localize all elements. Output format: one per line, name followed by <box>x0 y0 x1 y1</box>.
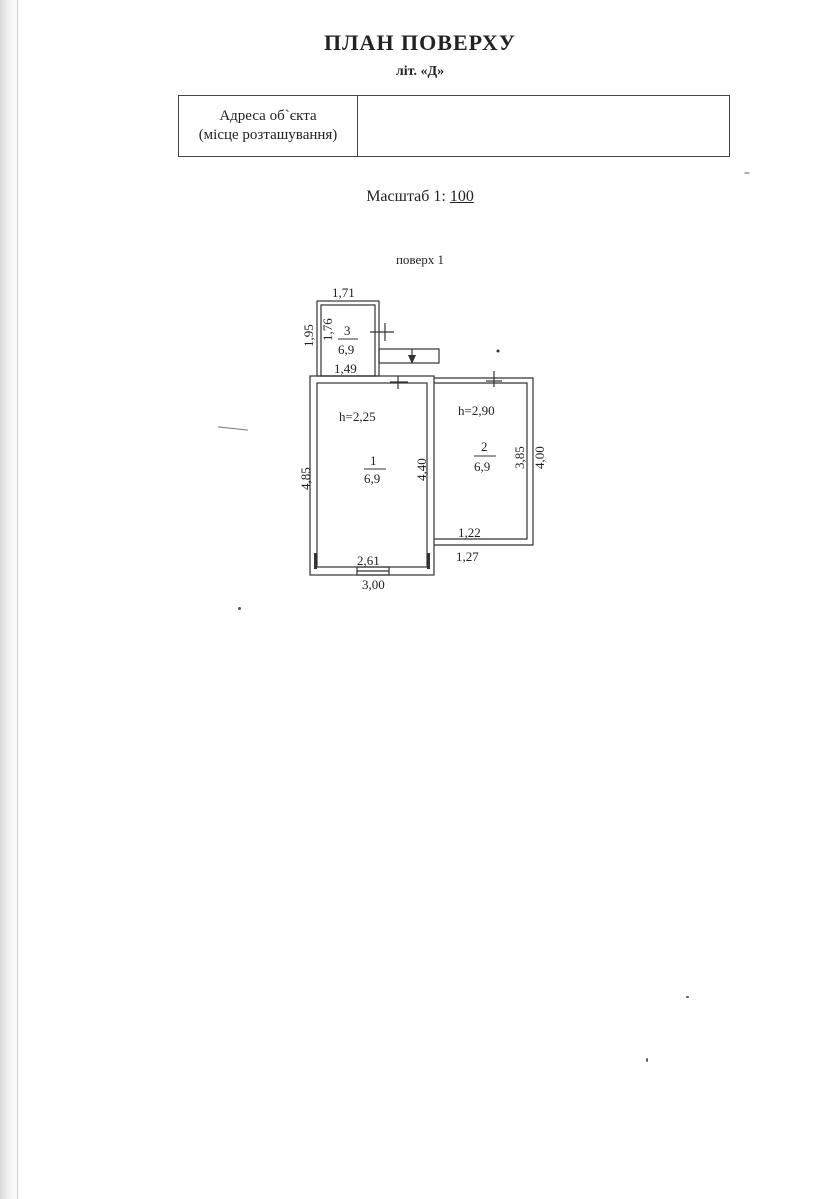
scale-line: Масштаб 1: 100 <box>0 188 840 206</box>
vestibule-outline <box>378 348 440 364</box>
address-label-cell: Адреса об`єкта (місце розташування) <box>178 95 358 157</box>
room-3-number: 3 <box>344 323 351 338</box>
dim-room3-outer-left: 1,95 <box>301 324 316 347</box>
address-table: Адреса об`єкта (місце розташування) <box>178 95 730 157</box>
dim-room1-right: 4,40 <box>414 458 429 481</box>
address-label-line1: Адреса об`єкта <box>219 108 317 124</box>
address-label-line2: (місце розташування) <box>198 127 338 143</box>
dim-room3-bottom: 1,49 <box>334 361 357 376</box>
room-3-area: 6,9 <box>338 342 354 357</box>
scan-left-edge <box>0 0 22 1199</box>
page-subtitle: літ. «Д» <box>395 64 445 79</box>
page-title: ПЛАН ПОВЕРХУ <box>324 30 516 55</box>
room-1-door-right <box>427 553 430 569</box>
dim-room2-outer-bottom: 1,27 <box>456 549 479 564</box>
entrance-arrow-icon <box>408 355 416 364</box>
dim-room3-inner-left: 1,76 <box>320 318 335 341</box>
scale-prefix: Масштаб 1: <box>366 188 446 205</box>
dim-room2-inner-right: 3,85 <box>512 446 527 469</box>
room-1-door-left <box>314 553 317 569</box>
room-1-area: 6,9 <box>364 471 380 486</box>
room-2-inner-outline <box>434 382 528 540</box>
dim-room2-inner-bottom: 1,22 <box>458 525 481 540</box>
room-1-number: 1 <box>370 453 377 468</box>
room-2-area: 6,9 <box>474 459 490 474</box>
address-value-cell <box>357 95 730 157</box>
scan-speck <box>686 996 689 998</box>
floor-label: поверх 1 <box>395 252 445 267</box>
room-2-number: 2 <box>481 439 488 454</box>
scan-speck <box>646 1058 648 1062</box>
address-row: Адреса об`єкта (місце розташування) <box>178 95 730 157</box>
room-2-outline <box>434 377 534 546</box>
room-1-height: h=2,25 <box>339 409 376 424</box>
dim-room3-top: 1,71 <box>332 285 355 300</box>
dim-room1-left: 4,85 <box>298 467 313 490</box>
floor-plan: 1,71 1,95 1,76 3 6,9 1,49 h=2,25 4,85 4,… <box>298 285 547 592</box>
scale-value: 100 <box>449 188 474 205</box>
scan-edge-line <box>17 0 18 1199</box>
dim-room1-outer-bottom: 3,00 <box>362 577 385 592</box>
room-2-height: h=2,90 <box>458 403 495 418</box>
scan-speck <box>744 172 750 174</box>
scan-speck <box>238 607 241 610</box>
north-dot-icon <box>496 349 500 353</box>
dim-room1-inner-bottom: 2,61 <box>357 553 380 568</box>
dim-room2-outer-right: 4,00 <box>532 446 547 469</box>
scan-mark <box>218 426 248 431</box>
